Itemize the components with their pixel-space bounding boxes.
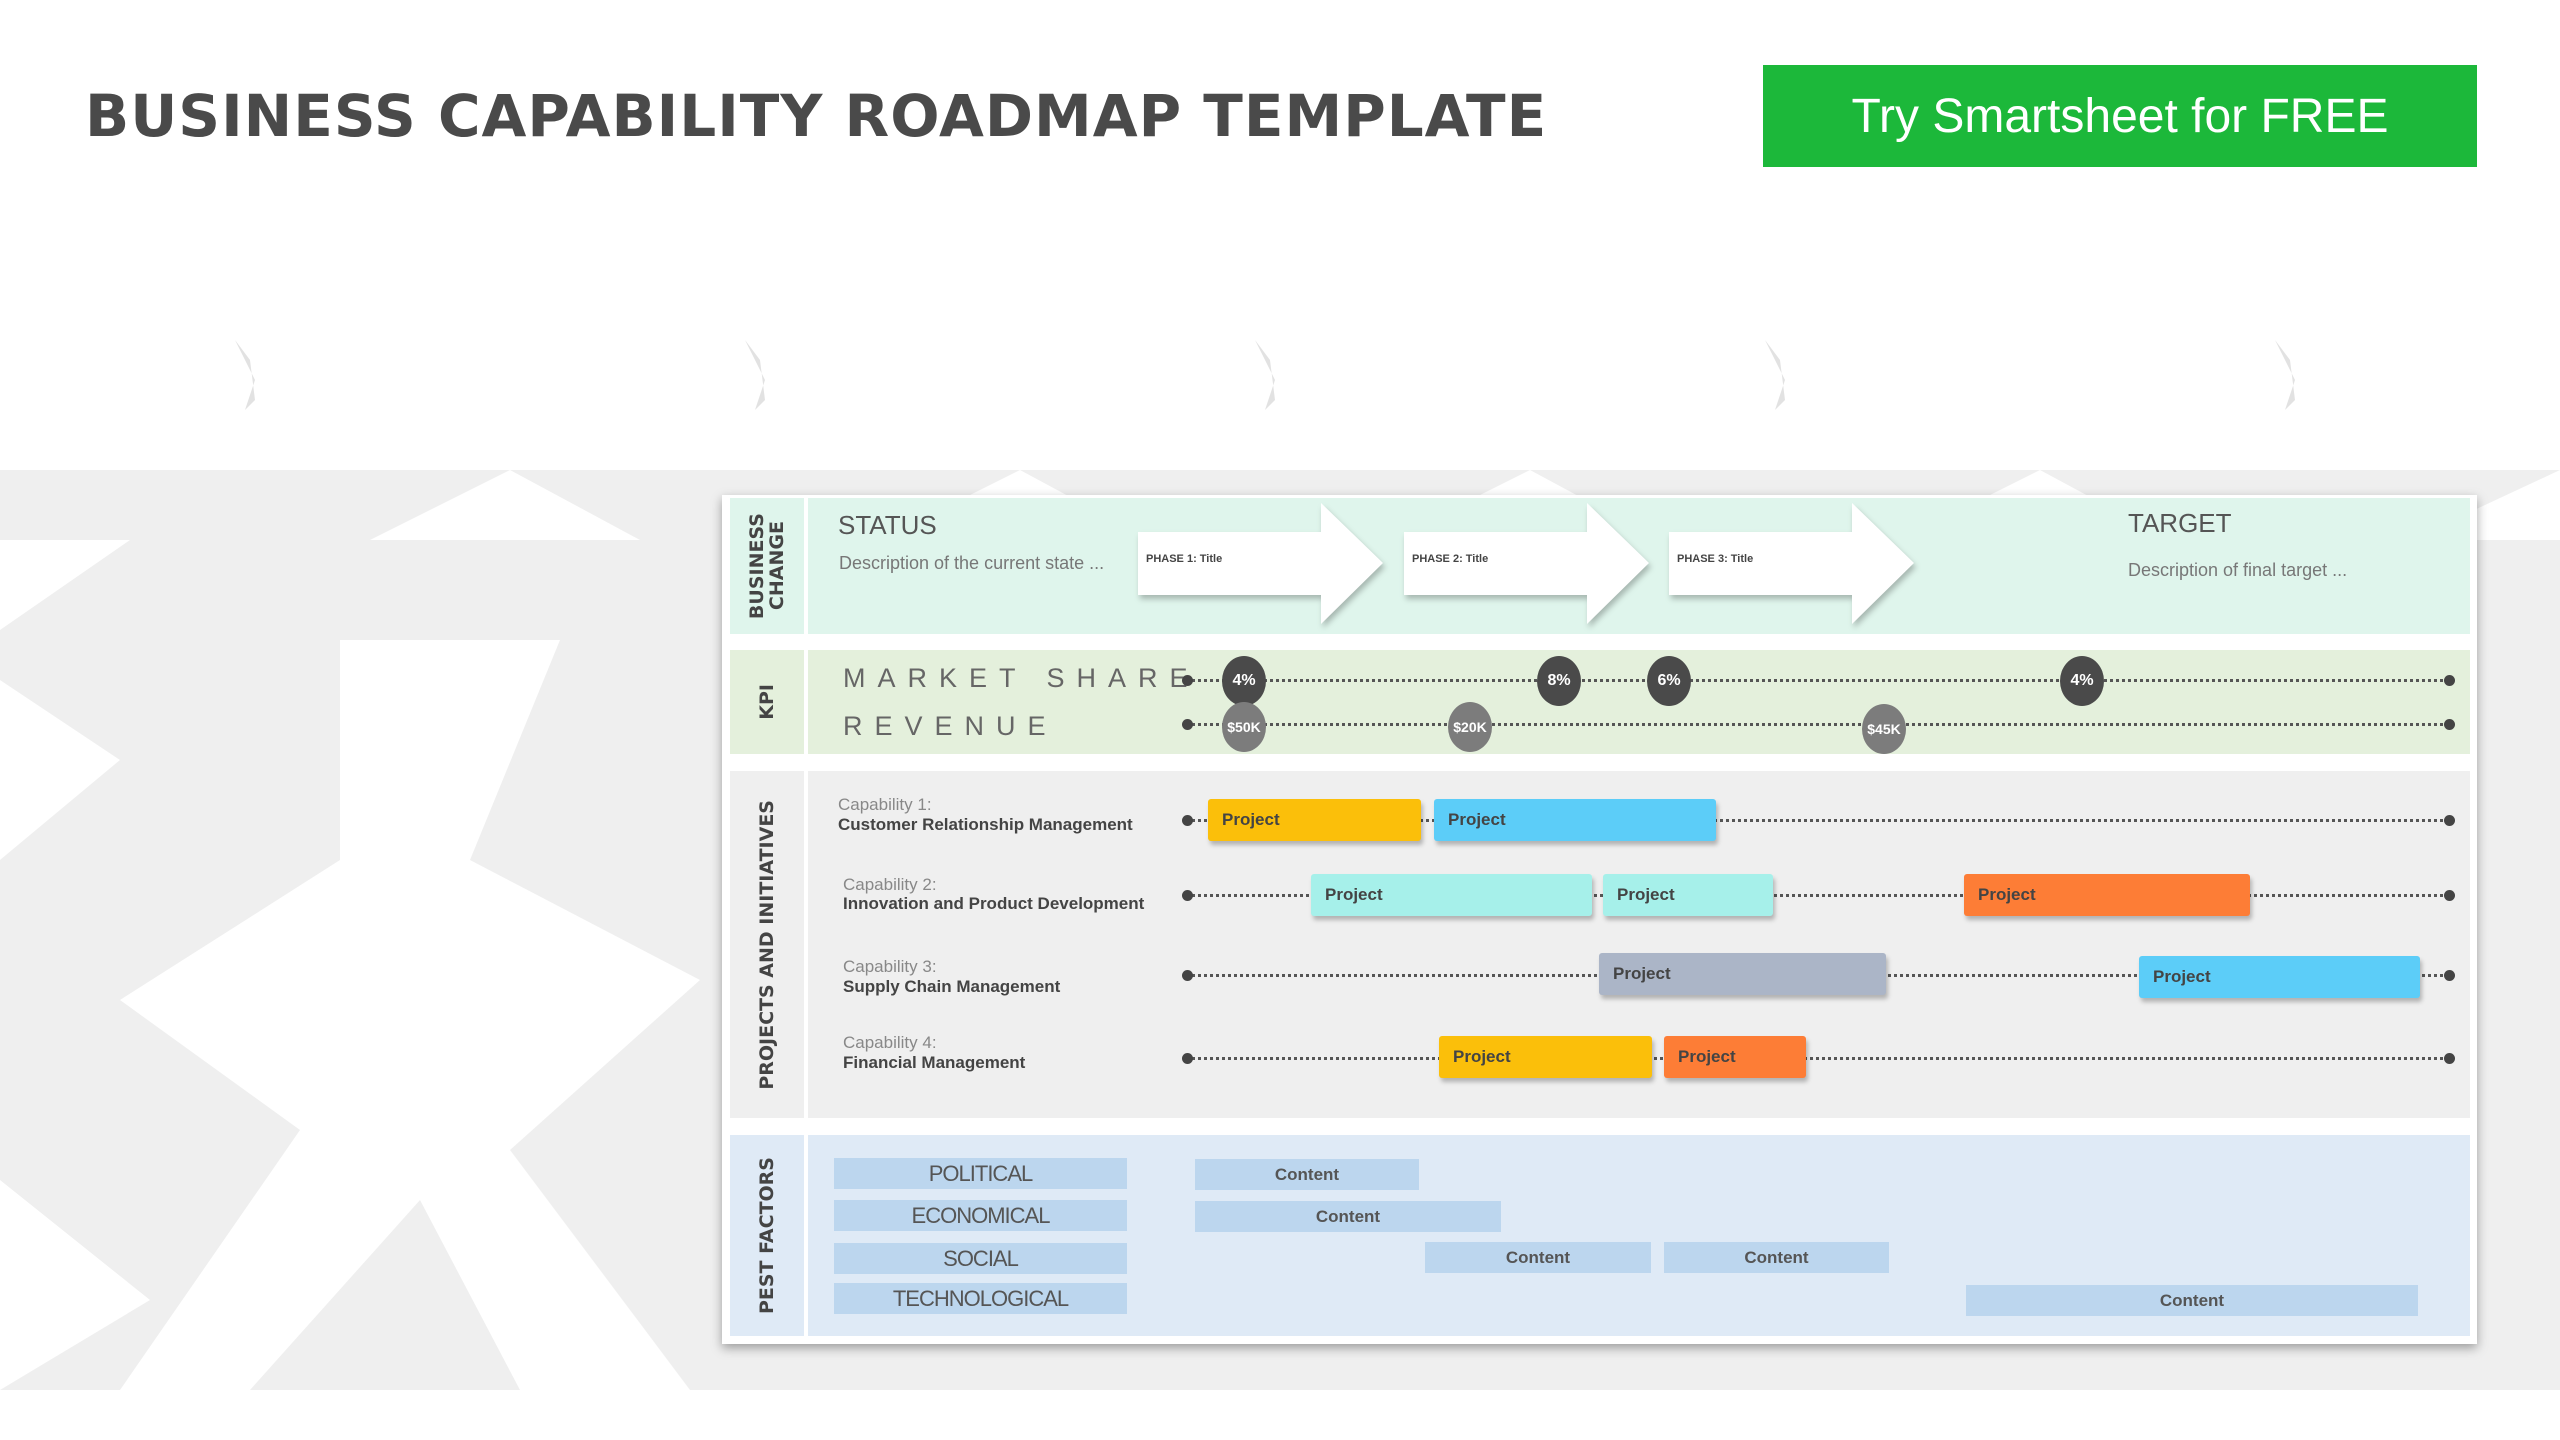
revenue-label: REVENUE xyxy=(843,711,1058,741)
phase-label: PHASE 1: Title xyxy=(1146,553,1223,565)
side-label: KPI xyxy=(756,684,778,720)
pest-label: PEST FACTORS xyxy=(730,1135,808,1336)
project-bar: Project xyxy=(1208,799,1421,841)
project-bar: Project xyxy=(1439,1036,1652,1078)
market-share-marker: 4% xyxy=(2060,656,2104,706)
capability-number: Capability 2: xyxy=(843,875,937,894)
project-bar: Project xyxy=(1434,799,1716,841)
pest-content: Content xyxy=(1966,1285,2418,1316)
pest-factor-economical: ECONOMICAL xyxy=(834,1200,1127,1231)
market-share-marker: 6% xyxy=(1647,656,1691,706)
project-bar: Project xyxy=(1964,874,2250,916)
line-endpoint xyxy=(1182,815,1193,826)
page-title: BUSINESS CAPABILITY ROADMAP TEMPLATE xyxy=(85,82,1548,150)
timeline-line xyxy=(1187,894,2449,897)
side-label: PEST FACTORS xyxy=(756,1156,778,1315)
project-bar: Project xyxy=(1603,874,1773,916)
target-title: TARGET xyxy=(2128,508,2232,538)
revenue-marker: $50K xyxy=(1222,702,1266,752)
project-bar: Project xyxy=(1599,953,1886,995)
side-label-line: BUSINESS xyxy=(746,512,768,620)
phase-2-arrow: PHASE 2: Title xyxy=(1404,503,1649,624)
market-share-marker: 8% xyxy=(1537,656,1581,706)
pest-content: Content xyxy=(1425,1242,1651,1273)
line-endpoint xyxy=(2444,815,2455,826)
line-endpoint xyxy=(2444,970,2455,981)
timeline-line xyxy=(1187,1057,2449,1060)
kpi-label: KPI xyxy=(730,650,808,754)
market-share-line xyxy=(1187,679,2449,682)
revenue-marker: $20K xyxy=(1448,702,1492,752)
capability-name: Supply Chain Management xyxy=(843,977,1061,996)
pest-content: Content xyxy=(1195,1201,1501,1232)
line-endpoint xyxy=(1182,1053,1193,1064)
line-endpoint xyxy=(1182,890,1193,901)
kpi-row: KPI xyxy=(730,650,2470,754)
capability-name: Customer Relationship Management xyxy=(838,815,1133,834)
line-endpoint xyxy=(1182,970,1193,981)
project-bar: Project xyxy=(2139,956,2420,998)
projects-label: PROJECTS AND INITIATIVES xyxy=(730,771,808,1118)
try-smartsheet-button[interactable]: Try Smartsheet for FREE xyxy=(1763,65,2477,167)
line-endpoint xyxy=(1182,719,1193,730)
line-endpoint xyxy=(2444,675,2455,686)
pest-factor-social: SOCIAL xyxy=(834,1243,1127,1274)
revenue-marker: $45K xyxy=(1862,704,1906,754)
status-description: Description of the current state ... xyxy=(839,553,1105,573)
capability-number: Capability 3: xyxy=(843,957,937,976)
capability-number: Capability 4: xyxy=(843,1033,937,1052)
market-share-label: MARKET SHARE xyxy=(843,663,1200,693)
project-bar: Project xyxy=(1664,1036,1806,1078)
status-title: STATUS xyxy=(838,510,937,540)
pest-content: Content xyxy=(1664,1242,1889,1273)
line-endpoint xyxy=(2444,1053,2455,1064)
revenue-line xyxy=(1187,723,2449,726)
pest-content: Content xyxy=(1195,1159,1419,1190)
line-endpoint xyxy=(1182,675,1193,686)
capability-name: Financial Management xyxy=(843,1053,1026,1072)
capability-number: Capability 1: xyxy=(838,795,932,814)
pest-factor-technological: TECHNOLOGICAL xyxy=(834,1283,1127,1314)
line-endpoint xyxy=(2444,719,2455,730)
side-label: PROJECTS AND INITIATIVES xyxy=(756,799,778,1090)
phase-1-arrow: PHASE 1: Title xyxy=(1138,503,1383,624)
target-description: Description of final target ... xyxy=(2128,560,2348,580)
phase-label: PHASE 2: Title xyxy=(1412,553,1489,565)
market-share-marker: 4% xyxy=(1222,656,1266,706)
capability-name: Innovation and Product Development xyxy=(843,894,1145,913)
pest-factor-political: POLITICAL xyxy=(834,1158,1127,1189)
phase-3-arrow: PHASE 3: Title xyxy=(1669,503,1914,624)
side-label-line: CHANGE xyxy=(766,521,788,611)
phase-label: PHASE 3: Title xyxy=(1677,553,1754,565)
line-endpoint xyxy=(2444,890,2455,901)
project-bar: Project xyxy=(1311,874,1592,916)
timeline-line xyxy=(1187,819,2449,822)
